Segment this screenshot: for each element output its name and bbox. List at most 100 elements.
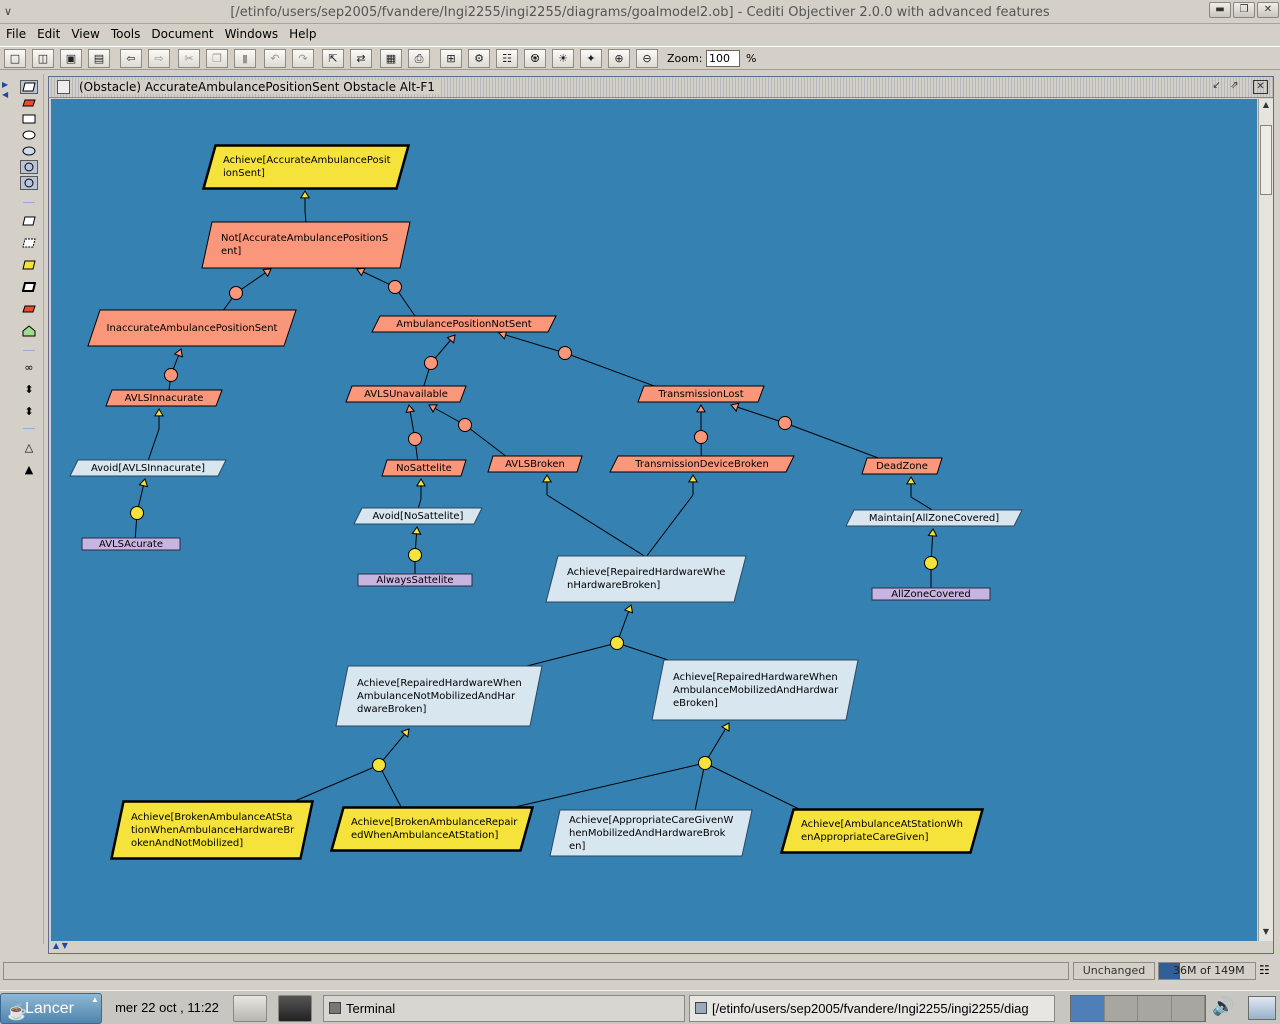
paste-button[interactable]: ▮ — [234, 49, 256, 68]
maximize-button[interactable]: ❐ — [1233, 2, 1255, 18]
cut-button[interactable]: ✂ — [178, 49, 200, 68]
taskbar-objectiver[interactable]: [/etinfo/users/sep2005/fvandere/Ingi2255… — [689, 995, 1055, 1022]
workspace-3[interactable] — [1138, 996, 1172, 1021]
redo-button[interactable]: ↷ — [292, 49, 314, 68]
menu-tools[interactable]: Tools — [110, 27, 141, 41]
node-n10[interactable]: AVLSBroken — [487, 455, 583, 473]
volume-icon[interactable]: 🔊 — [1212, 996, 1235, 1017]
save-button[interactable]: ▣ — [60, 49, 82, 68]
workspace-pager[interactable] — [1070, 995, 1206, 1022]
palette-collapse-arrows[interactable]: ▶◀ — [2, 80, 9, 99]
clock[interactable]: mer 22 oct , 11:22 — [115, 1000, 219, 1015]
reverse-button[interactable]: ⇄ — [350, 49, 372, 68]
properties-button[interactable]: ⚙ — [468, 49, 490, 68]
node-n9[interactable]: NoSattelite — [381, 459, 467, 477]
palette-operation-icon[interactable] — [20, 128, 38, 142]
show-desktop-icon[interactable] — [1248, 996, 1276, 1020]
vertical-scrollbar[interactable]: ▲ ▼ — [1258, 99, 1273, 941]
node-n1[interactable]: Achieve[AccurateAmbulancePosit ionSent] — [201, 143, 411, 191]
palette-and-icon[interactable]: △ — [24, 440, 34, 454]
print-button[interactable]: ⎙ — [408, 49, 430, 68]
node-n8[interactable]: Avoid[AVLSInnacurate] — [69, 459, 227, 477]
zoom-out-button[interactable]: ⊖ — [636, 49, 658, 68]
palette-requirement-icon[interactable] — [20, 214, 38, 228]
menu-windows[interactable]: Windows — [224, 27, 279, 41]
palette-expectation-icon[interactable] — [20, 236, 38, 250]
horizontal-scroll-arrows[interactable]: ▲ ▼ — [49, 941, 1273, 953]
sun-layout-button[interactable]: ☀ — [552, 49, 574, 68]
node-n11[interactable]: TransmissionDeviceBroken — [609, 455, 795, 473]
palette-obstruct-icon[interactable]: ▲ — [24, 462, 34, 476]
save-all-button[interactable]: ▤ — [88, 49, 110, 68]
copy-button[interactable]: ❐ — [206, 49, 228, 68]
node-n23[interactable]: Achieve[AppropriateCareGivenW henMobiliz… — [549, 809, 753, 857]
palette-link-icon[interactable] — [20, 160, 38, 174]
menu-edit[interactable]: Edit — [37, 27, 61, 41]
back-button[interactable]: ⇦ — [120, 49, 142, 68]
node-n13[interactable]: AVLSAcurate — [81, 537, 181, 551]
palette-obstacle-icon[interactable] — [20, 96, 38, 110]
node-n2[interactable]: Not[AccurateAmbulancePositionS ent] — [201, 221, 411, 269]
zoom-input[interactable] — [706, 50, 740, 67]
select-tool-button[interactable]: ⇱ — [322, 49, 344, 68]
workspace-1[interactable] — [1071, 996, 1105, 1021]
diagram-window-title-bar[interactable]: (Obstacle) AccurateAmbulancePositionSent… — [49, 77, 1273, 98]
node-n16[interactable]: Achieve[RepairedHardwareWhe nHardwareBro… — [545, 555, 747, 603]
palette-connector-icon[interactable]: ∞ — [24, 360, 34, 374]
palette-softgoal-icon[interactable] — [20, 280, 38, 294]
menu-view[interactable]: View — [71, 27, 100, 41]
node-n7[interactable]: TransmissionLost — [637, 385, 765, 403]
menu-help[interactable]: Help — [289, 27, 317, 41]
node-n5[interactable]: AVLSInnacurate — [105, 389, 223, 407]
palette-agent-icon[interactable] — [20, 112, 38, 126]
palette-event-icon[interactable] — [20, 144, 38, 158]
node-n22[interactable]: Achieve[BrokenAmbulanceRepair edWhenAmbu… — [329, 805, 535, 853]
scroll-thumb[interactable] — [1260, 125, 1272, 195]
palette-obstacle2-icon[interactable] — [20, 302, 38, 316]
window-menu-icon[interactable]: ∨ — [4, 5, 13, 18]
palette-domain-icon[interactable] — [20, 324, 38, 338]
expand-button[interactable]: ✦ — [580, 49, 602, 68]
start-button[interactable]: ☕ Lancer ▲ — [0, 993, 102, 1024]
node-n15[interactable]: AlwaysSattelite — [357, 573, 473, 587]
palette-refine-icon[interactable]: ⬍ — [24, 382, 34, 396]
scroll-down-icon[interactable]: ▼ — [1262, 927, 1270, 936]
close-button[interactable]: ✕ — [1257, 2, 1279, 18]
forward-button[interactable]: ⇨ — [148, 49, 170, 68]
workspace-4[interactable] — [1171, 996, 1205, 1021]
diagram-minimize-icon[interactable]: ↙ — [1212, 80, 1221, 91]
diagram-canvas[interactable]: Achieve[AccurateAmbulancePosit ionSent] N… — [51, 99, 1257, 941]
diagram-close-icon[interactable]: ✕ — [1253, 80, 1268, 94]
open-button[interactable]: ◫ — [32, 49, 54, 68]
node-n17[interactable]: Maintain[AllZoneCovered] — [845, 509, 1023, 527]
node-n18[interactable]: AllZoneCovered — [871, 587, 991, 601]
menu-file[interactable]: File — [6, 27, 27, 41]
tree-layout-button[interactable]: ♼ — [524, 49, 546, 68]
node-n24[interactable]: Achieve[AmbulanceAtStationWh enAppropria… — [779, 807, 985, 855]
scroll-up-icon[interactable]: ▲ — [1262, 100, 1270, 109]
node-n14[interactable]: Avoid[NoSattelite] — [353, 507, 483, 525]
node-n20[interactable]: Achieve[RepairedHardwareWhen AmbulanceMo… — [651, 659, 859, 721]
undo-button[interactable]: ↶ — [264, 49, 286, 68]
node-n3[interactable]: InaccurateAmbulancePositionSent — [87, 309, 297, 347]
menu-document[interactable]: Document — [151, 27, 214, 41]
node-n19[interactable]: Achieve[RepairedHardwareWhen AmbulanceNo… — [335, 665, 543, 727]
layout-button[interactable]: ☷ — [496, 49, 518, 68]
node-n21[interactable]: Achieve[BrokenAmbulanceAtSta tionWhenAmb… — [109, 799, 315, 861]
node-n12[interactable]: DeadZone — [861, 457, 943, 475]
garbage-collect-icon[interactable]: ☷ — [1259, 963, 1270, 977]
minimize-button[interactable]: ▬ — [1209, 2, 1231, 18]
palette-select-icon[interactable] — [20, 80, 38, 94]
add-diagram-button[interactable]: ⊞ — [440, 49, 462, 68]
palette-refine2-icon[interactable]: ⬍ — [24, 404, 34, 418]
diagram-maximize-icon[interactable]: ⇗ — [1230, 80, 1239, 91]
workspace-2[interactable] — [1104, 996, 1138, 1021]
print-preview-button[interactable]: ▦ — [380, 49, 402, 68]
taskbar-terminal[interactable]: Terminal — [323, 995, 685, 1022]
palette-link2-icon[interactable] — [20, 176, 38, 190]
terminal-launcher-icon[interactable] — [278, 995, 312, 1022]
palette-goal-icon[interactable] — [20, 258, 38, 272]
zoom-in-button[interactable]: ⊕ — [608, 49, 630, 68]
drive-launcher-icon[interactable] — [233, 995, 267, 1022]
window-title-bar[interactable]: ∨ [/etinfo/users/sep2005/fvandere/Ingi22… — [0, 0, 1280, 24]
